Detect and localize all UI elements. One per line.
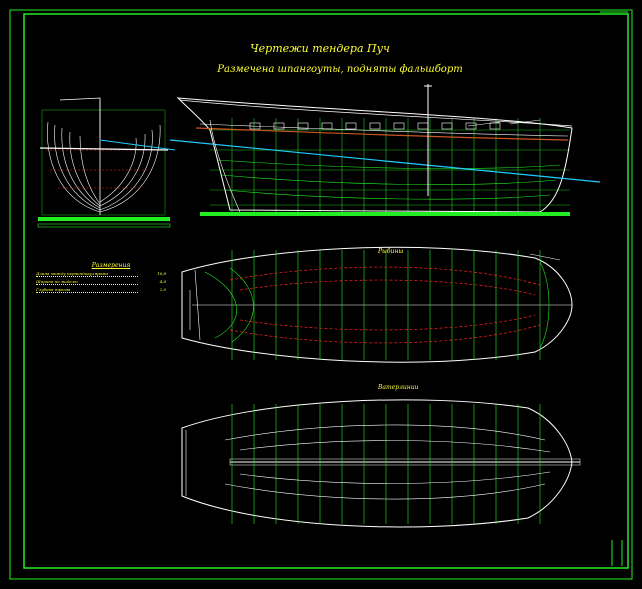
gun-port xyxy=(297,122,309,130)
legend-row-label: Глубина трюма xyxy=(36,287,138,293)
legend-row: Глубина трюма 2,0 xyxy=(36,287,166,293)
waterlines-plan xyxy=(181,399,581,528)
outer-frame xyxy=(9,9,633,580)
gun-port xyxy=(441,122,453,130)
body-plan xyxy=(37,97,176,228)
gun-port xyxy=(321,122,333,130)
gun-port xyxy=(345,122,357,130)
gun-port xyxy=(465,122,477,130)
legend-row-label: Длина между перпендикулярами xyxy=(36,271,138,277)
gun-port xyxy=(369,122,381,130)
gun-port xyxy=(273,122,285,130)
corner-mark-2 xyxy=(611,540,623,566)
legend-row: Длина между перпендикулярами 16,8 xyxy=(36,271,166,277)
waterlines-label: Ватерлинии xyxy=(378,384,419,391)
profile-view xyxy=(169,84,601,216)
half-breadth-plan xyxy=(181,246,573,363)
drawing-subtitle: Размечена шпангоуты, подняты фальшборт xyxy=(217,64,463,75)
gun-port xyxy=(489,122,501,130)
legend-row-value: 4,6 xyxy=(159,279,166,284)
gun-port xyxy=(249,122,261,130)
plan-label: Рыбины xyxy=(378,248,404,255)
inner-frame xyxy=(23,13,629,569)
drawing-title: Чертежи тендера Пуч xyxy=(250,42,390,55)
legend-row-value: 16,8 xyxy=(157,271,166,276)
legend-row-value: 2,0 xyxy=(159,287,166,292)
legend-title: Размерения xyxy=(91,262,131,269)
legend-row: Ширина по миделю 4,6 xyxy=(36,279,166,285)
legend-row-label: Ширина по миделю xyxy=(36,279,138,285)
dimensions-legend: Размерения Длина между перпендикулярами … xyxy=(36,262,166,293)
gun-port xyxy=(417,122,429,130)
gun-port xyxy=(393,122,405,130)
